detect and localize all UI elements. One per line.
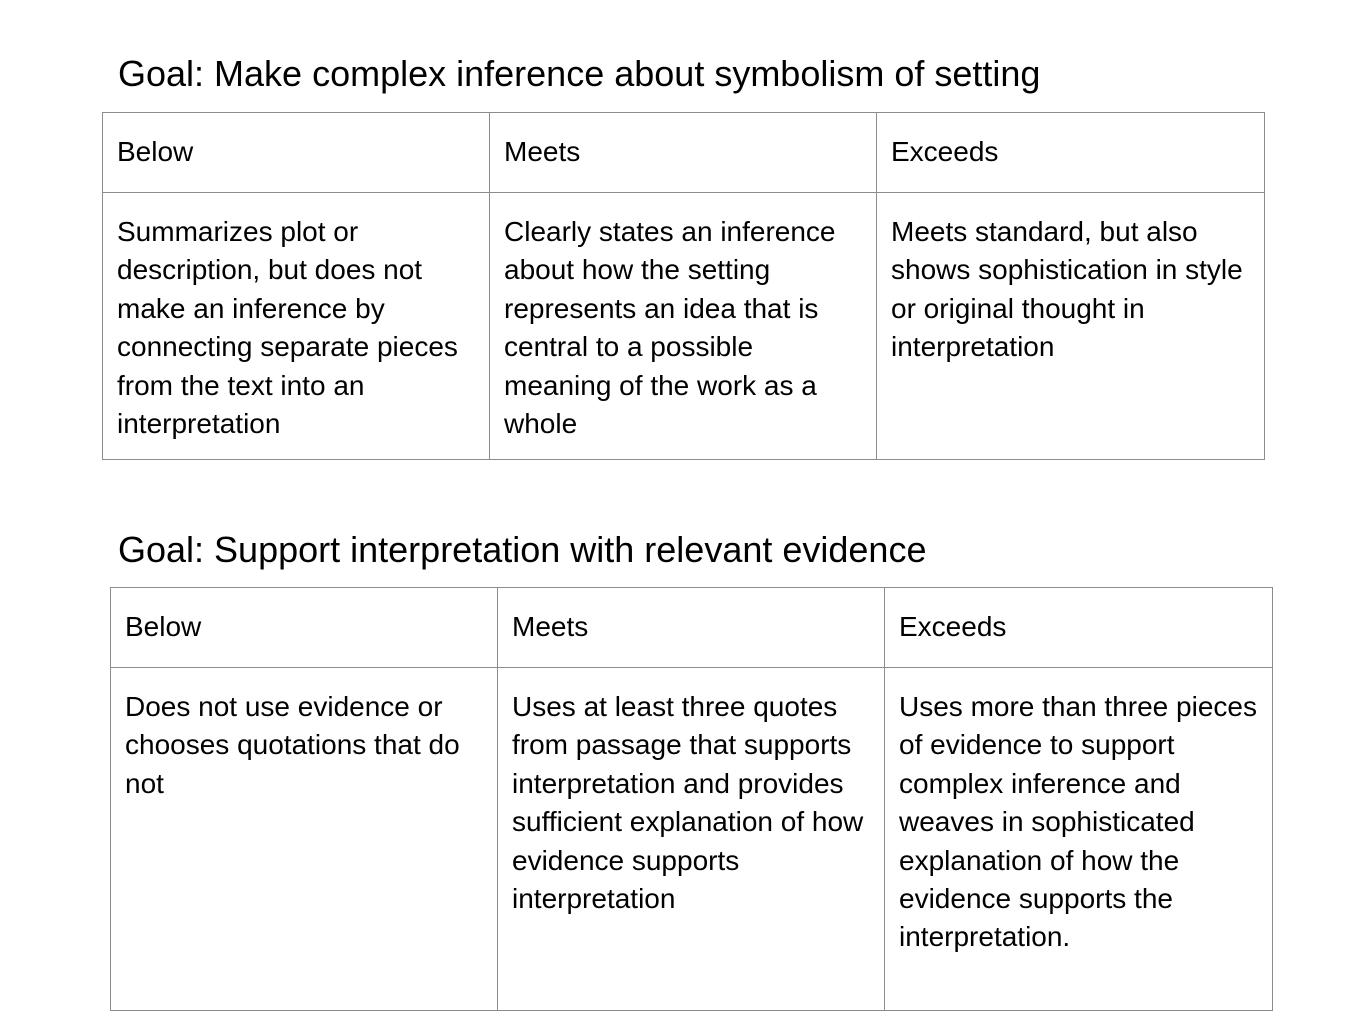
header-meets: Meets (489, 112, 877, 193)
goal-title-evidence: Goal: Support interpretation with releva… (118, 529, 927, 570)
criteria-meets: Clearly states an inference about how th… (489, 192, 877, 460)
criteria-exceeds: Meets standard, but also shows sophistic… (876, 192, 1265, 460)
header-meets: Meets (497, 587, 885, 668)
goal-title-symbolism: Goal: Make complex inference about symbo… (118, 53, 1041, 94)
header-exceeds: Exceeds (876, 112, 1265, 193)
rubric-criteria-row: Summarizes plot or description, but does… (102, 192, 1265, 460)
header-below: Below (110, 587, 498, 668)
rubric-table-evidence: Below Meets Exceeds Does not use evidenc… (110, 587, 1273, 1011)
header-exceeds: Exceeds (884, 587, 1273, 668)
rubric-criteria-row: Does not use evidence or chooses quotati… (110, 667, 1273, 1011)
rubric-header-row: Below Meets Exceeds (102, 112, 1265, 193)
rubric-table-symbolism: Below Meets Exceeds Summarizes plot or d… (102, 112, 1265, 460)
criteria-meets: Uses at least three quotes from passage … (497, 667, 885, 1011)
header-below: Below (102, 112, 490, 193)
criteria-exceeds: Uses more than three pieces of evidence … (884, 667, 1273, 1011)
rubric-header-row: Below Meets Exceeds (110, 587, 1273, 668)
criteria-below: Summarizes plot or description, but does… (102, 192, 490, 460)
criteria-below: Does not use evidence or chooses quotati… (110, 667, 498, 1011)
